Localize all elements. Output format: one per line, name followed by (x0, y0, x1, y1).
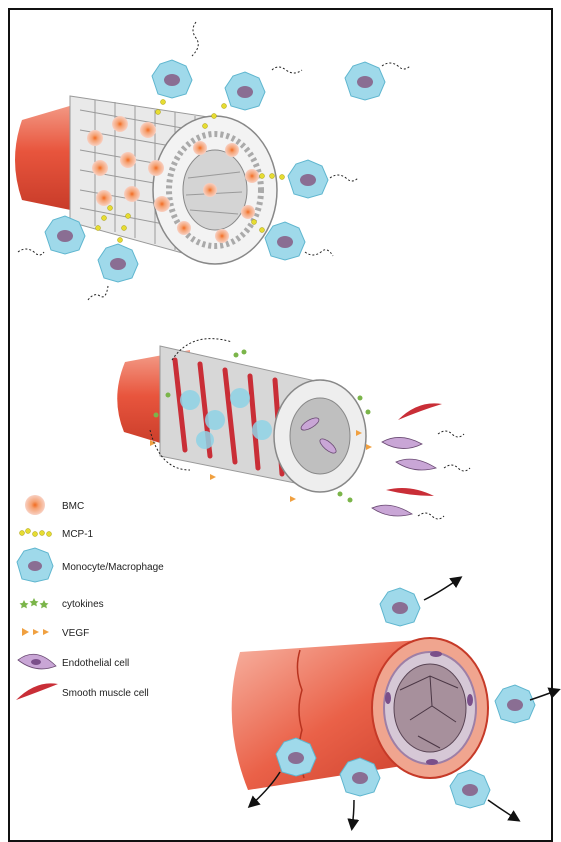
migrating-endothelial-cells (372, 437, 436, 516)
legend-item-smooth-muscle: Smooth muscle cell (16, 683, 149, 700)
legend-item-bmc: BMC (25, 495, 84, 515)
legend-label: MCP-1 (62, 529, 94, 540)
scaffold-with-bmc-panel (15, 22, 410, 300)
remodeling-panel (117, 339, 470, 519)
vegf-icon (22, 628, 49, 636)
cytokine-icon (20, 598, 49, 608)
smooth-muscle-cell-icon (16, 683, 58, 700)
bmc-icon (25, 495, 45, 515)
legend-item-endothelial: Endothelial cell (18, 654, 129, 669)
legend-item-cytokines: cytokines (20, 598, 104, 610)
legend-label: BMC (62, 501, 84, 512)
legend-item-vegf: VEGF (22, 628, 89, 639)
legend-label: VEGF (62, 628, 89, 639)
legend-item-mcp1: MCP-1 (20, 529, 94, 541)
mcp1-icon (20, 529, 52, 537)
regenerated-vessel-panel (232, 578, 558, 828)
legend-label: cytokines (62, 599, 104, 610)
legend-label: Endothelial cell (62, 658, 129, 669)
monocyte-icon (17, 548, 53, 582)
legend-label: Monocyte/Macrophage (62, 562, 164, 573)
legend-label: Smooth muscle cell (62, 688, 149, 699)
legend-item-monocyte: Monocyte/Macrophage (17, 548, 164, 582)
scaffold-lumen (290, 398, 350, 474)
legend: BMC MCP-1 Monocyte/Macrophage (16, 495, 164, 700)
migrating-smooth-muscle-cells (386, 403, 442, 496)
